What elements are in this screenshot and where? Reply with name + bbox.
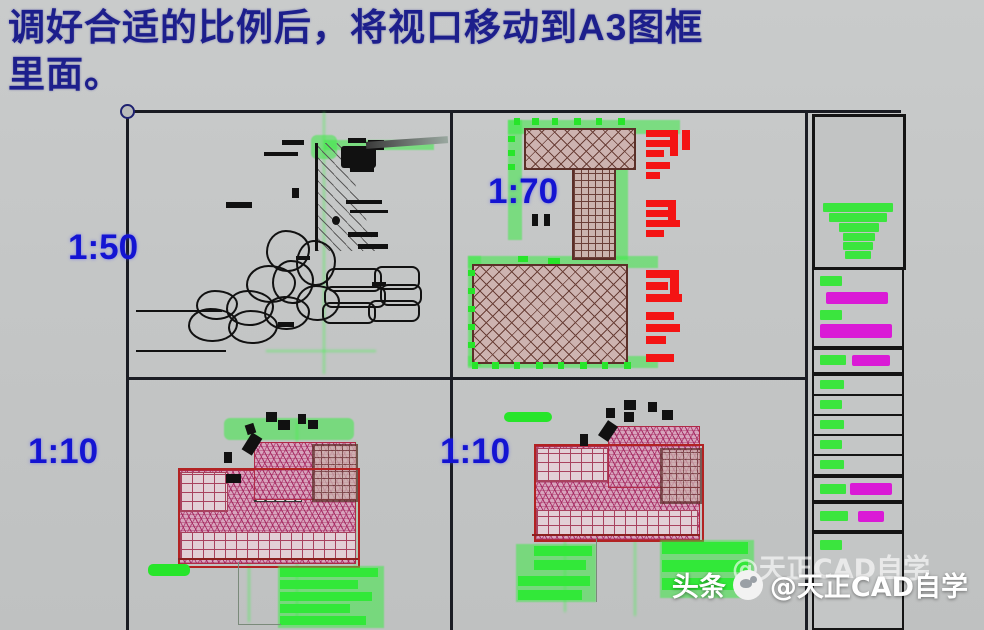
frame-left-edge: [126, 110, 129, 630]
scale-label-bottom-left: 1:10: [28, 432, 99, 471]
title-block-row: [812, 502, 904, 532]
viewport-bottom-left[interactable]: [136, 382, 450, 630]
viewport-divider-horizontal: [126, 377, 805, 380]
watermark-ghost: @天正CAD自学: [731, 554, 930, 585]
title-block-project-cell: [812, 268, 904, 348]
watermark-source: 头条: [671, 572, 726, 603]
viewport-divider-right: [805, 110, 808, 630]
scale-label-top-left: 1:50: [68, 228, 139, 267]
title-block-row: [812, 454, 904, 476]
slide-title: 调好合适的比例后，将视口移动到A3图框 里面。: [8, 4, 976, 98]
title-block-notes-cell: [812, 532, 904, 630]
title-block-row: [812, 414, 904, 436]
title-block-row: [812, 348, 904, 374]
title-line-1: 调好合适的比例后，将视口移动到A3图框: [8, 7, 704, 48]
title-block-row: [812, 476, 904, 502]
viewport-divider-vertical: [450, 110, 453, 630]
watermark-account: @天正CAD自学: [769, 572, 968, 603]
watermark: 头条 @天正CAD自学: [672, 565, 968, 604]
a3-drawing-frame[interactable]: [120, 104, 901, 630]
title-block-row: [812, 434, 904, 456]
scale-label-bottom-right: 1:10: [440, 432, 511, 471]
title-block-row: [812, 394, 904, 416]
title-line-2: 里面。: [8, 54, 122, 95]
toutiao-logo-icon: [732, 569, 763, 600]
frame-corner-grip[interactable]: [120, 104, 135, 119]
scale-label-top-right: 1:70: [488, 172, 559, 211]
title-block[interactable]: [812, 114, 906, 630]
viewport-top-left[interactable]: [136, 110, 450, 377]
viewport-bottom-right[interactable]: [456, 382, 802, 630]
viewport-top-right[interactable]: [456, 110, 802, 377]
title-block-logo-cell: [812, 114, 906, 270]
frame-top-edge: [126, 110, 901, 113]
title-block-row: [812, 374, 904, 396]
